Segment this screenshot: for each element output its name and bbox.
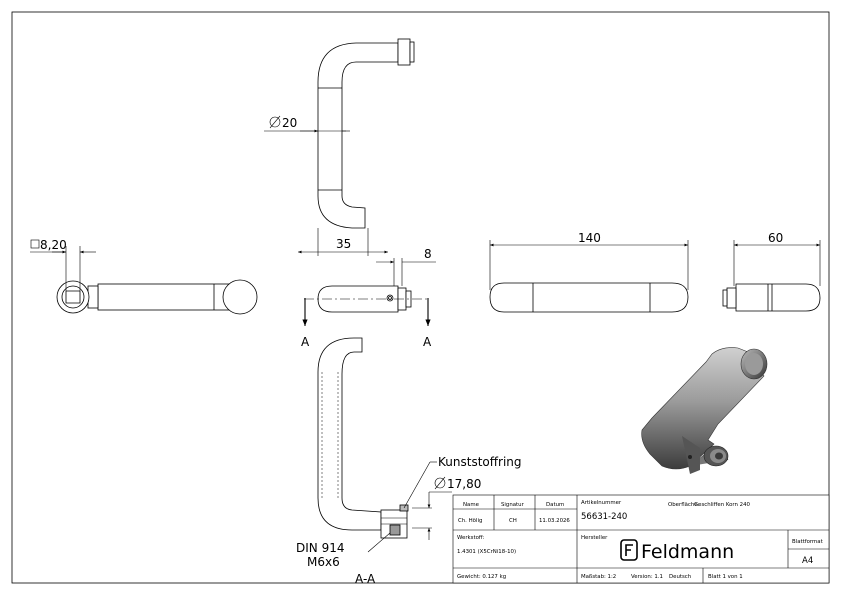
section-marker-left: A: [301, 335, 310, 349]
tb-material-value: 1.4301 (X5CrNi18-10): [457, 549, 516, 555]
front-view: [317, 38, 415, 229]
tb-manufacturer-label: Hersteller: [581, 535, 608, 541]
dimension-140: [489, 240, 689, 290]
tb-sheet: Blatt 1 von 1: [708, 574, 743, 580]
feldmann-logo-icon: [620, 539, 638, 561]
tb-name-header: Name: [463, 502, 480, 508]
dimension-8-label: 8: [424, 247, 432, 261]
title-block: [452, 494, 830, 584]
tb-surface-value: Geschliffen Korn 240: [694, 502, 751, 508]
tb-signature: CH: [509, 518, 517, 524]
section-view: [317, 337, 409, 539]
tb-weight: Gewicht: 0.127 kg: [457, 574, 506, 580]
dimension-60: [733, 240, 821, 286]
callout-screw-line2: M6x6: [307, 555, 340, 569]
long-view: [489, 282, 689, 313]
dimension-diameter-20: [264, 115, 350, 133]
section-line: [302, 298, 431, 326]
iso-render: [641, 347, 768, 474]
sheet-border: [11, 11, 830, 584]
dimension-square-label: 8,20: [40, 238, 67, 252]
dimension-140-label: 140: [578, 231, 601, 245]
end-view: [722, 283, 821, 312]
tb-date-header: Datum: [546, 502, 564, 508]
dimension-35-label: 35: [336, 237, 351, 251]
tb-surface-label: Oberfläche:: [668, 502, 700, 508]
dimension-8: [376, 258, 436, 286]
tb-article-number: 56631-240: [581, 512, 627, 522]
callout-ring: Kunststoffring: [438, 455, 522, 469]
tb-name: Ch. Hölig: [458, 518, 482, 524]
callout-leaders: [367, 461, 452, 553]
tb-date: 11.03.2026: [539, 518, 570, 524]
section-marker-right: A: [423, 335, 432, 349]
tb-version: Version: 1.1: [631, 574, 663, 580]
side-view: [56, 279, 258, 315]
section-title: A-A: [355, 572, 376, 586]
tb-brand: Feldmann: [641, 541, 734, 563]
dimension-square: [30, 239, 96, 291]
tb-material-label: Werkstoff:: [457, 535, 485, 541]
tb-language: Deutsch: [669, 574, 691, 580]
tb-format-label: Blattformat: [792, 539, 823, 545]
tb-scale: Maßstab: 1:2: [581, 574, 616, 580]
callout-screw-line1: DIN 914: [296, 541, 344, 555]
tb-format-value: A4: [802, 556, 813, 566]
dimension-diameter-20-label: 20: [282, 116, 297, 130]
dimension-ring-diameter-label: 17,80: [447, 477, 481, 491]
dimension-60-label: 60: [768, 231, 783, 245]
tb-signature-header: Signatur: [501, 502, 525, 508]
dimension-35: [298, 228, 388, 256]
tb-article-label: Artikelnummer: [581, 500, 622, 506]
